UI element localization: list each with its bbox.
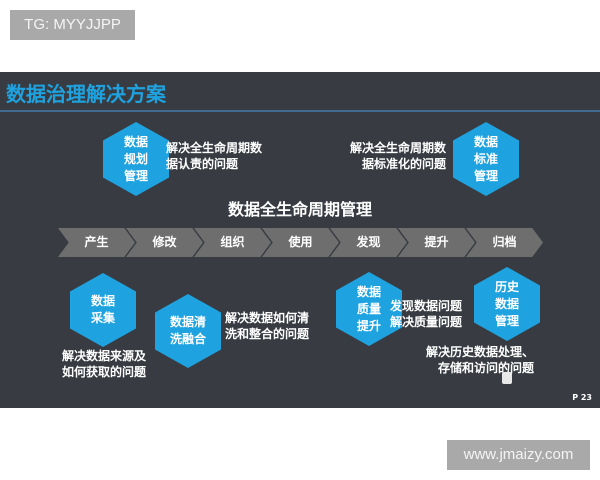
hexagon-label: 数据 质量 提升 bbox=[356, 284, 381, 333]
lifecycle-step-archive: 归档 bbox=[466, 228, 543, 257]
slide-title: 数据治理解决方案 bbox=[6, 82, 166, 106]
lifecycle-step-organize: 组织 bbox=[194, 228, 271, 257]
hexagon-label: 数据 采集 bbox=[90, 294, 115, 325]
watermark-bottom: www.jmaizy.com bbox=[447, 440, 590, 470]
hexagon-data-collection: 数据 采集 bbox=[70, 273, 136, 347]
lifecycle-step-modify: 修改 bbox=[126, 228, 203, 257]
lifecycle-step-use: 使用 bbox=[262, 228, 339, 257]
hexagon-historical-data: 历史 数据 管理 bbox=[474, 267, 540, 341]
description-data-quality: 发现数据问题 解决质量问题 bbox=[390, 299, 463, 329]
watermark-top: TG: MYYJJPP bbox=[10, 10, 135, 40]
lifecycle-step-discover: 发现 bbox=[330, 228, 407, 257]
cursor-artifact bbox=[502, 372, 512, 384]
description-data-collection: 解决数据来源及 如何获取的问题 bbox=[62, 349, 147, 379]
title-divider bbox=[0, 110, 600, 112]
description-data-cleansing: 解决数据如何清 洗和整合的问题 bbox=[225, 311, 310, 341]
description-historical-data: 解决历史数据处理、 存储和访问的问题 bbox=[426, 345, 535, 375]
hexagon-label: 数据 标准 管理 bbox=[473, 134, 498, 183]
slide: 数据治理解决方案 数据 规划 管理 解决全生命周期数 据认责的问题 解决全生命周… bbox=[0, 72, 600, 408]
page-number: P 23 bbox=[572, 393, 592, 402]
description-data-planning: 解决全生命周期数 据认责的问题 bbox=[166, 141, 263, 171]
hexagon-data-standards: 数据 标准 管理 bbox=[453, 122, 519, 196]
hexagon-label: 数据 规划 管理 bbox=[123, 134, 148, 183]
hexagon-data-quality: 数据 质量 提升 bbox=[336, 272, 402, 346]
lifecycle-title: 数据全生命周期管理 bbox=[227, 200, 372, 219]
lifecycle-step-create: 产生 bbox=[58, 228, 135, 257]
description-data-standards: 解决全生命周期数 据标准化的问题 bbox=[350, 141, 447, 171]
lifecycle-step-improve: 提升 bbox=[398, 228, 475, 257]
hexagon-label: 历史 数据 管理 bbox=[494, 279, 519, 328]
hexagon-data-planning: 数据 规划 管理 bbox=[103, 122, 169, 196]
hexagon-data-cleansing: 数据清 洗融合 bbox=[155, 294, 221, 368]
hexagon-label: 数据清 洗融合 bbox=[169, 315, 206, 346]
